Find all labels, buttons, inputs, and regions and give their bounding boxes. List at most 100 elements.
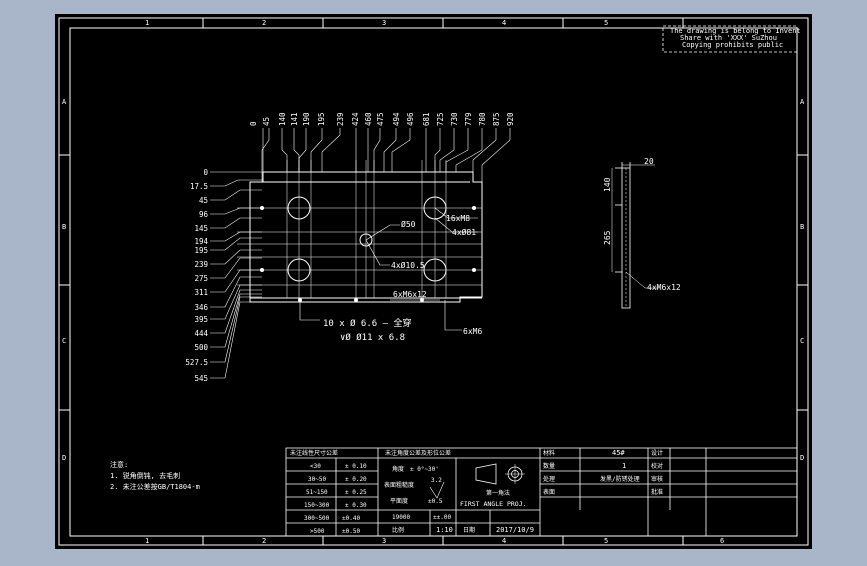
scale-value: 1:10 bbox=[436, 526, 453, 534]
dim-top-780: 780 bbox=[478, 112, 487, 126]
tol-range-2: 51~150 bbox=[306, 489, 328, 496]
dim-top-190: 190 bbox=[302, 112, 311, 126]
callout-m8: 16xM8 bbox=[446, 214, 470, 223]
checked-label: 校对 bbox=[651, 462, 663, 470]
dim-top-920: 920 bbox=[506, 112, 515, 126]
flatness-label: 平面度 bbox=[390, 497, 408, 505]
zone-col-3-bottom: 3 bbox=[382, 537, 386, 545]
dim-top-195: 195 bbox=[317, 112, 326, 126]
flatness-value: ±0.5 bbox=[428, 498, 443, 505]
dim-left-346: 346 bbox=[194, 303, 208, 312]
bore-hole-2 bbox=[287, 258, 311, 282]
angle-label: 角度 bbox=[392, 465, 404, 473]
projection-symbol bbox=[429, 463, 525, 499]
qty-label: 数量 bbox=[543, 462, 555, 470]
approved2-label: 批准 bbox=[651, 488, 663, 496]
technical-notes: 注意: 1. 锐角倒钝, 去毛刺 2. 未注公差按GB/T1804-m bbox=[110, 460, 200, 491]
dim-top-460: 460 bbox=[364, 112, 373, 126]
notes-title: 注意: bbox=[110, 460, 128, 469]
notice-line-3: Copying prohibits public bbox=[682, 41, 783, 49]
tol-value-2: ± 0.25 bbox=[345, 489, 367, 496]
zone-row-d: D bbox=[62, 454, 66, 462]
projection-label: FIRST ANGLE PROJ. bbox=[460, 500, 527, 508]
notes-line-1: 1. 锐角倒钝, 去毛刺 bbox=[110, 471, 180, 480]
tol-range-3: 150~300 bbox=[304, 502, 330, 509]
dim-left-545: 545 bbox=[194, 374, 208, 383]
side-dim-b: 265 bbox=[603, 230, 612, 245]
zone-col-4-bottom: 4 bbox=[502, 537, 506, 545]
zone-col-1: 1 bbox=[145, 19, 149, 27]
zone-row-d-right: D bbox=[800, 454, 804, 462]
dim-left-45: 45 bbox=[199, 196, 208, 205]
dim-left-500: 500 bbox=[194, 343, 208, 352]
notice-line-1: The drawing is belong to Invent bbox=[670, 27, 801, 35]
notes-line-2: 2. 未注公差按GB/T1804-m bbox=[110, 482, 200, 491]
side-view-labels: 20 140 265 4xM6x12 bbox=[603, 157, 681, 292]
bore-hole-4 bbox=[423, 258, 447, 282]
drawing-number: 19000 bbox=[392, 514, 410, 521]
callout-m6: 6xM6 bbox=[463, 327, 482, 336]
left-dim-labels: 0 17.5 45 96 145 194 195 239 275 311 346… bbox=[185, 168, 208, 383]
tol-value-5: ±0.50 bbox=[342, 528, 360, 535]
outer-frame bbox=[58, 17, 809, 546]
title-block-text: 未注线性尺寸公差 <30 ± 0.10 30~50 ± 0.20 51~150 … bbox=[290, 449, 663, 535]
scale-label: 比例 bbox=[392, 526, 404, 534]
left-dim-leaders bbox=[210, 171, 263, 379]
dim-top-730: 730 bbox=[450, 112, 459, 126]
dim-left-195: 195 bbox=[194, 246, 208, 255]
notice-box bbox=[662, 25, 798, 53]
date-label: 日期 bbox=[463, 526, 475, 534]
drawing-sheet bbox=[55, 14, 812, 549]
zone-col-5-bottom: 5 bbox=[604, 537, 608, 545]
zone-ticks bbox=[59, 18, 808, 545]
dim-left-275: 275 bbox=[194, 274, 208, 283]
side-dim-width: 20 bbox=[644, 157, 654, 166]
callout-leaders bbox=[299, 207, 478, 331]
zone-col-1-bottom: 1 bbox=[145, 537, 149, 545]
dim-top-0: 0 bbox=[249, 121, 258, 126]
dim-top-239: 239 bbox=[336, 112, 345, 126]
drawn-label: 设计 bbox=[651, 449, 663, 457]
dim-left-311: 311 bbox=[194, 288, 208, 297]
dim-left-194: 194 bbox=[194, 237, 208, 246]
dim-left-444: 444 bbox=[194, 329, 208, 338]
construction-lines bbox=[237, 160, 482, 298]
callout-hole-105: 4xØ10.5 bbox=[391, 260, 425, 270]
treatment-label: 处理 bbox=[543, 475, 555, 483]
dim-top-779: 779 bbox=[464, 112, 473, 126]
bore-hole-1 bbox=[287, 196, 311, 220]
tol-range-5: >500 bbox=[310, 528, 325, 535]
dim-left-17.5: 17.5 bbox=[190, 182, 208, 191]
tol-value-1: ± 0.20 bbox=[345, 476, 367, 483]
title-block-grid bbox=[285, 447, 798, 537]
side-dim-a: 140 bbox=[603, 177, 612, 192]
weight-value: ±±.00 bbox=[433, 514, 451, 521]
zone-col-2: 2 bbox=[262, 19, 266, 27]
top-dim-labels: 0 45 140 141 190 195 239 424 460 475 494… bbox=[249, 112, 515, 126]
roughness-label: 表面粗糙度 bbox=[384, 481, 414, 489]
tol-range-1: 30~50 bbox=[308, 476, 326, 483]
dim-top-725: 725 bbox=[436, 112, 445, 126]
notice-text: The drawing is belong to Invent Share wi… bbox=[670, 27, 801, 49]
zone-row-a: A bbox=[62, 98, 67, 106]
top-dim-leaders bbox=[261, 128, 511, 182]
dim-top-424: 424 bbox=[351, 112, 360, 126]
holes bbox=[260, 196, 476, 302]
dim-left-395: 395 bbox=[194, 315, 208, 324]
tol-range-0: <30 bbox=[310, 463, 321, 470]
zone-row-c-right: C bbox=[800, 337, 804, 345]
treatment-value: 发黑/防锈处理 bbox=[600, 475, 640, 483]
tol-value-3: ± 0.30 bbox=[345, 502, 367, 509]
zone-row-a-right: A bbox=[800, 98, 805, 106]
zone-labels: 1 2 3 4 5 1 2 3 4 5 6 A B C D A B C D bbox=[62, 19, 805, 545]
tol-range-4: 300~500 bbox=[304, 515, 330, 522]
zone-col-3: 3 bbox=[382, 19, 386, 27]
surface-label: 表面 bbox=[543, 488, 555, 496]
material-value: 45# bbox=[612, 449, 625, 457]
dim-top-45: 45 bbox=[262, 117, 271, 126]
zone-col-5: 5 bbox=[604, 19, 608, 27]
dim-left-0: 0 bbox=[203, 168, 208, 177]
zone-col-6-bottom: 6 bbox=[720, 537, 724, 545]
zone-col-2-bottom: 2 bbox=[262, 537, 266, 545]
